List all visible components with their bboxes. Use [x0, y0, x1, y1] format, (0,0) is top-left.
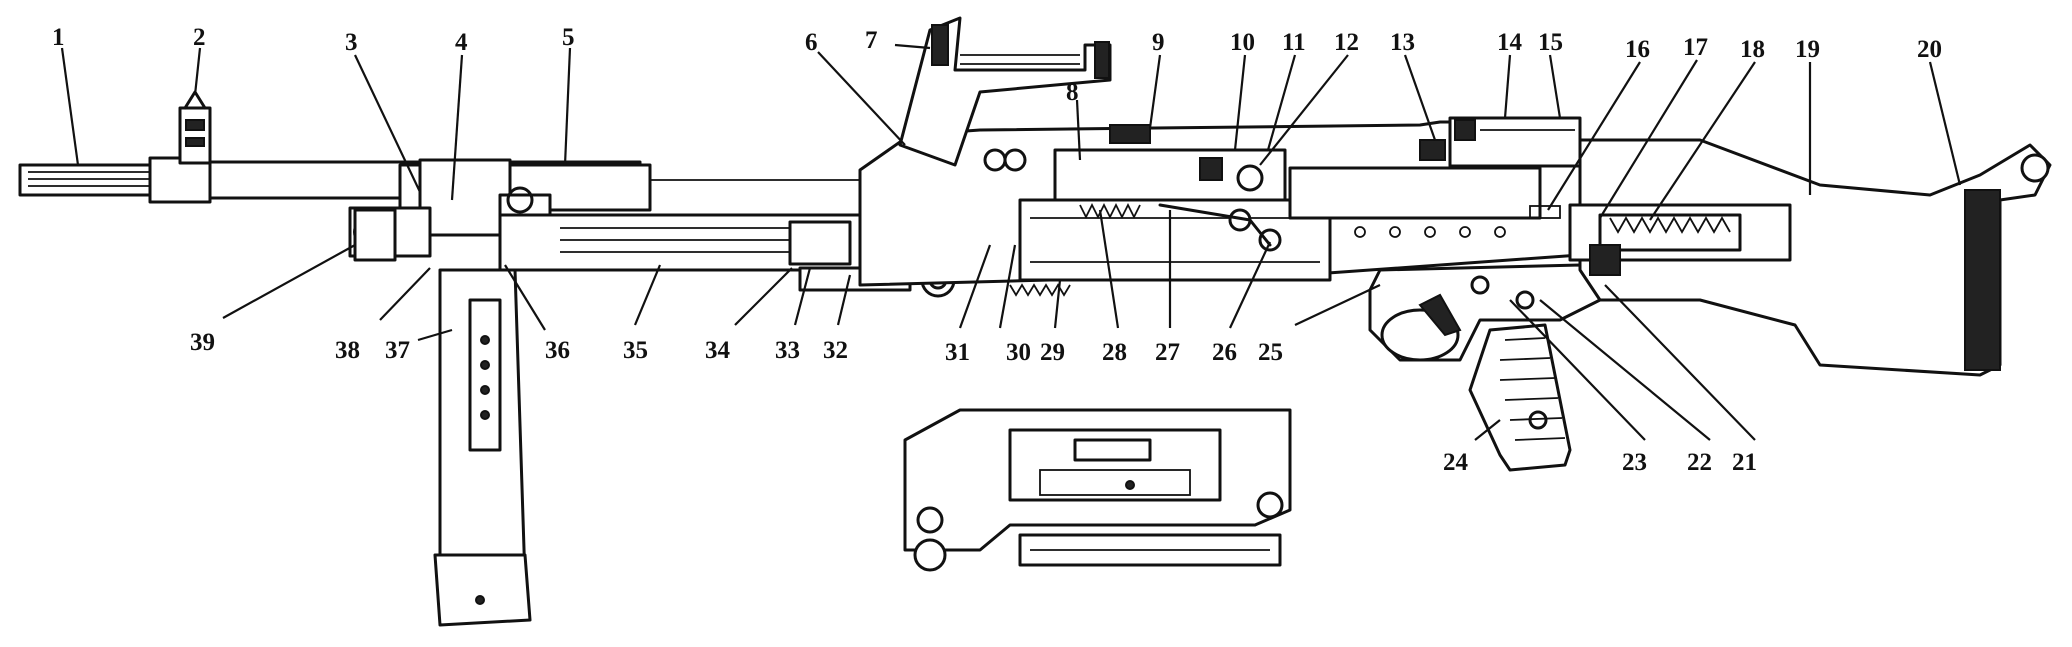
callout-30: 30	[1006, 339, 1031, 366]
front-sight	[178, 90, 212, 165]
callout-37: 37	[385, 337, 410, 364]
callout-29: 29	[1040, 339, 1065, 366]
callout-39: 39	[190, 329, 215, 356]
callout-8: 8	[1066, 79, 1079, 106]
callout-20: 20	[1917, 36, 1942, 63]
callout-15: 15	[1538, 29, 1563, 56]
callout-31: 31	[945, 339, 970, 366]
callout-36: 36	[545, 337, 570, 364]
callout-labels: 1 2 3 4 5 6 7 8 9 10 11 12 13 14 15 16 1…	[52, 24, 1942, 476]
callout-12: 12	[1334, 29, 1359, 56]
callout-22: 22	[1687, 449, 1712, 476]
callout-14: 14	[1497, 29, 1523, 56]
callout-21: 21	[1732, 449, 1757, 476]
callout-33: 33	[775, 337, 800, 364]
callout-2: 2	[193, 24, 206, 51]
callout-26: 26	[1212, 339, 1237, 366]
receiver	[858, 120, 1582, 297]
callout-3: 3	[345, 29, 358, 56]
rear-sight	[1448, 116, 1582, 168]
pistol-grip	[1468, 323, 1572, 472]
callout-32: 32	[823, 337, 848, 364]
bipod	[353, 208, 532, 627]
callout-10: 10	[1230, 29, 1255, 56]
callout-6: 6	[805, 29, 818, 56]
callout-7: 7	[865, 27, 878, 54]
callout-4: 4	[455, 29, 468, 56]
callout-34: 34	[705, 337, 731, 364]
butt-stock	[1568, 138, 2052, 377]
callout-9: 9	[1152, 29, 1165, 56]
callout-1: 1	[52, 24, 65, 51]
callout-27: 27	[1155, 339, 1180, 366]
callout-18: 18	[1740, 36, 1765, 63]
callout-11: 11	[1282, 29, 1306, 56]
callout-13: 13	[1390, 29, 1415, 56]
carrying-handle	[898, 16, 1112, 167]
callout-19: 19	[1795, 36, 1820, 63]
callout-17: 17	[1683, 34, 1708, 61]
callout-25: 25	[1258, 339, 1283, 366]
inset-detail	[903, 408, 1292, 572]
callout-28: 28	[1102, 339, 1127, 366]
callout-24: 24	[1443, 449, 1469, 476]
callout-23: 23	[1622, 449, 1647, 476]
callout-35: 35	[623, 337, 648, 364]
callout-16: 16	[1625, 36, 1650, 63]
leader-lines	[60, 43, 1962, 441]
callout-5: 5	[562, 24, 575, 51]
callout-38: 38	[335, 337, 360, 364]
